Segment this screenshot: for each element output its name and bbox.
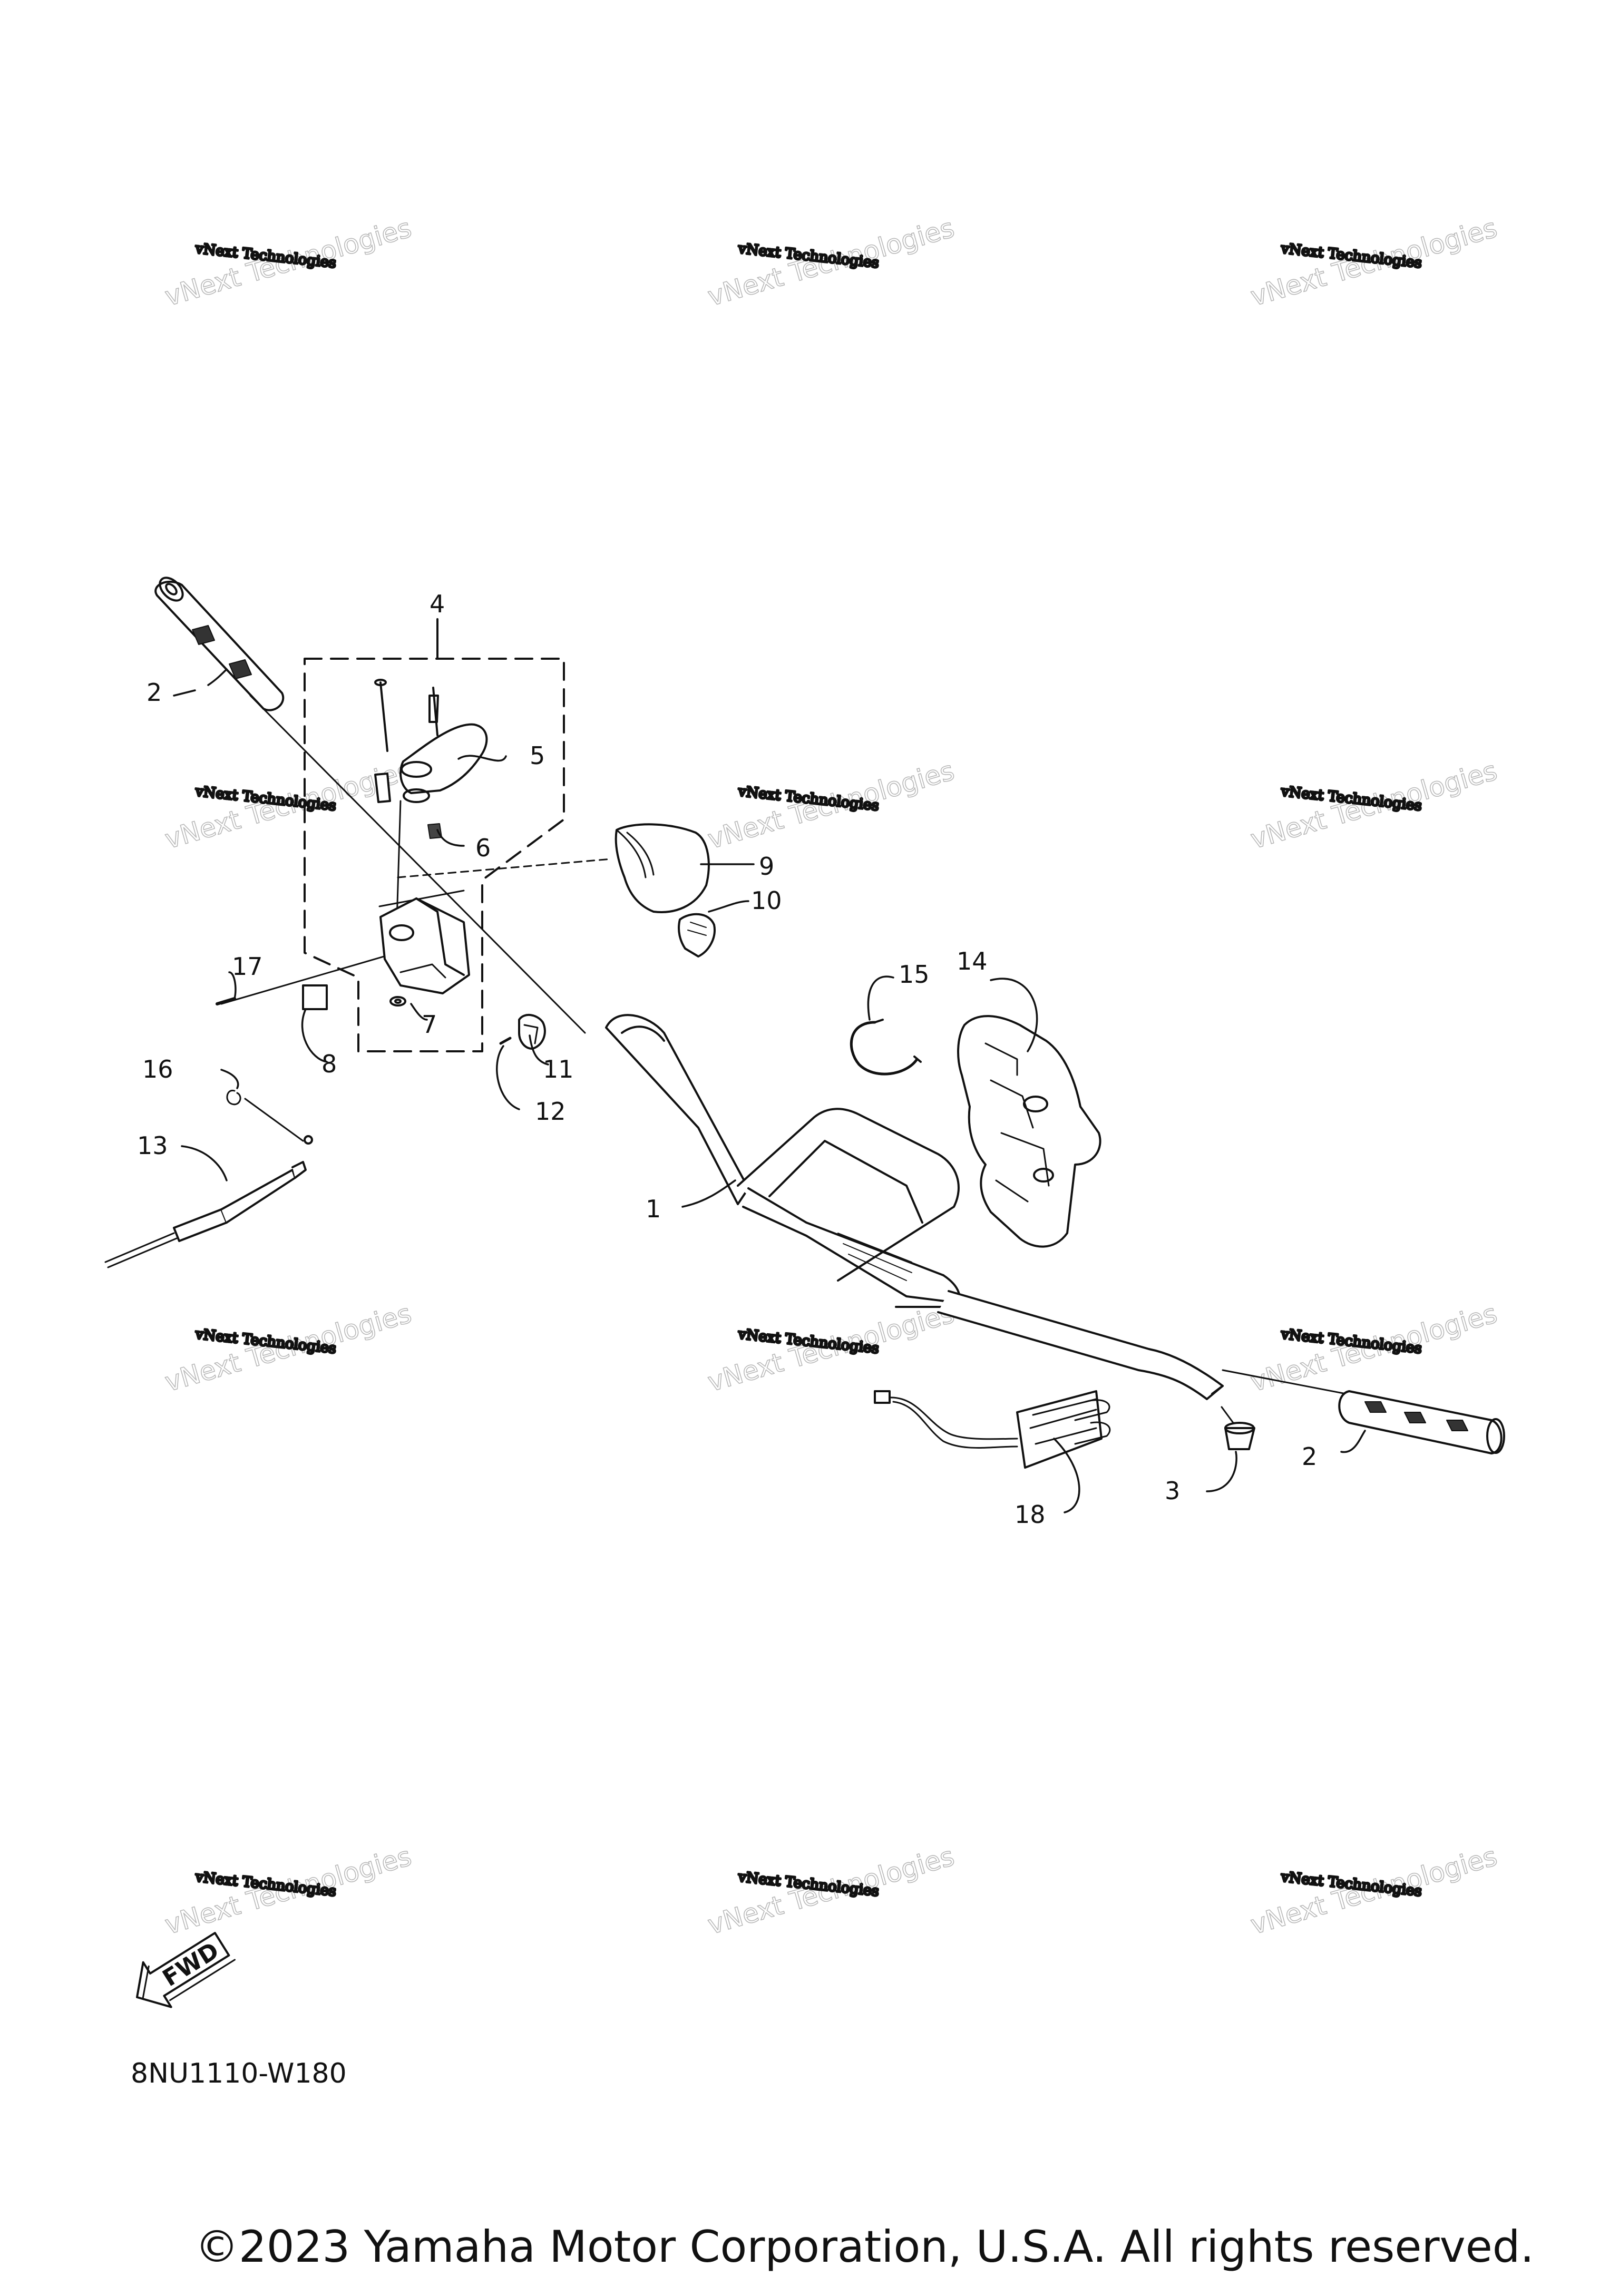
callout-15: 15 [899, 960, 930, 989]
callout-5: 5 [530, 741, 545, 770]
callout-18: 18 [1015, 1500, 1046, 1529]
callout-7: 7 [422, 1010, 437, 1039]
callout-13: 13 [137, 1131, 168, 1160]
assembly-center-lines [220, 695, 1361, 1398]
callout-labels: 1 2 2 3 4 5 6 7 8 9 10 11 12 13 14 15 16… [137, 590, 1317, 1529]
callout-12: 12 [535, 1097, 566, 1126]
label-plate [302, 984, 328, 1010]
callout-3: 3 [1165, 1477, 1180, 1505]
diagram-code: 8NU1110-W180 [131, 2058, 347, 2089]
callout-2-left: 2 [147, 678, 162, 707]
callout-17: 17 [232, 952, 263, 981]
stop-switch [678, 913, 716, 958]
right-grip [1338, 1390, 1505, 1454]
switch-cover [615, 823, 710, 913]
copyright-notice: ©2023 Yamaha Motor Corporation, U.S.A. A… [195, 2221, 1534, 2272]
callout-2-right: 2 [1302, 1442, 1317, 1471]
washer-screw [389, 996, 406, 1007]
callout-9: 9 [759, 852, 774, 881]
callout-4: 4 [430, 590, 445, 618]
cable-clip [518, 1014, 546, 1050]
assembly-group-outline [304, 658, 565, 1052]
fwd-label: FWD [158, 1937, 224, 1992]
grip-warmer-harness [874, 1390, 1111, 1469]
callout-6: 6 [475, 834, 491, 862]
hose-clamp [850, 1019, 922, 1076]
throttle-lever [374, 679, 488, 803]
handlebar [605, 1014, 1224, 1400]
callout-10: 10 [751, 886, 782, 915]
callout-16: 16 [142, 1055, 173, 1083]
callout-leaders [173, 668, 1366, 1513]
cable-circlip [226, 1089, 241, 1106]
steering-holder [957, 1015, 1101, 1248]
callout-8: 8 [321, 1050, 337, 1078]
left-grip [154, 577, 285, 711]
throttle-housing [379, 897, 470, 994]
callout-11: 11 [543, 1055, 574, 1083]
throttle-cable [104, 1098, 313, 1268]
handlebar-end-plug [1221, 1406, 1255, 1450]
clip-screw [499, 1037, 512, 1045]
callout-14: 14 [957, 947, 988, 975]
lever-spring [427, 823, 442, 839]
long-screw [216, 997, 236, 1005]
callout-1: 1 [646, 1195, 661, 1223]
